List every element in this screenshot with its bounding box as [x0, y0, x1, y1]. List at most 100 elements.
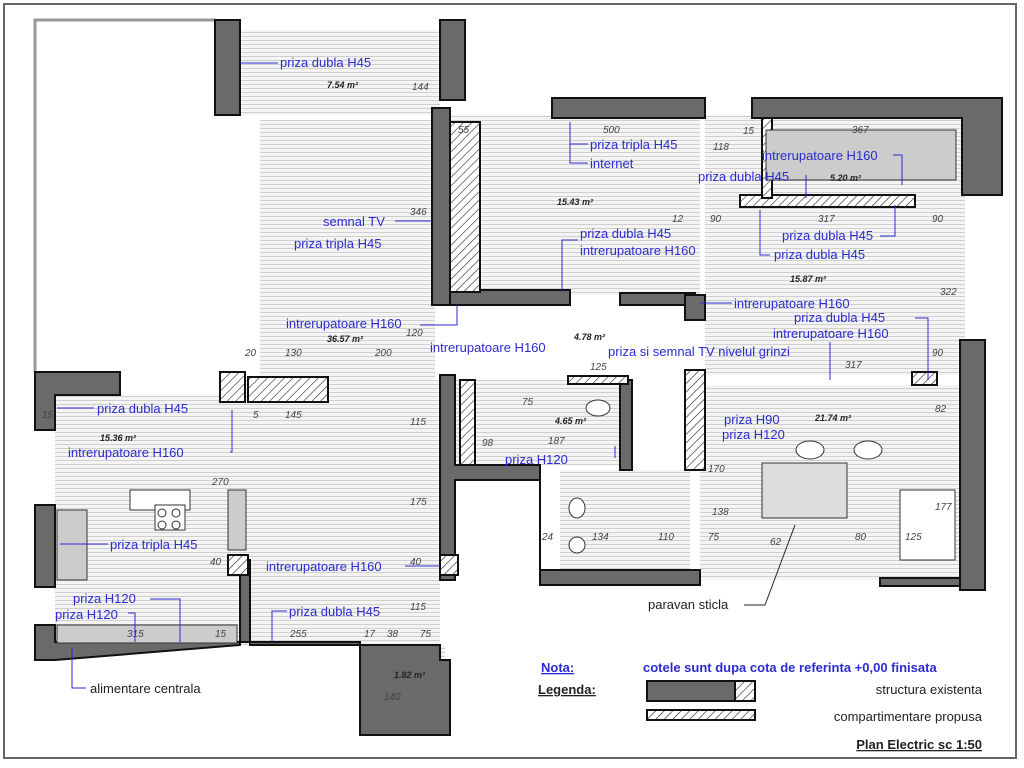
label-glass-partition: paravan sticla [648, 597, 729, 612]
dimension: 317 [818, 214, 835, 225]
dimension: 12 [672, 214, 684, 225]
annotation-socket: priza dubla H45 [280, 55, 371, 70]
dimension: 125 [590, 362, 607, 373]
dimension: 80 [855, 532, 867, 543]
dimension: 120 [406, 328, 423, 339]
dimension: 110 [658, 532, 674, 543]
dimension: 134 [592, 532, 609, 543]
annotation-socket: priza dubla H45 [782, 228, 873, 243]
dimension: 90 [932, 214, 944, 225]
dimension: 115 [410, 602, 426, 613]
dimension: 15 [42, 410, 54, 421]
annotation-switch: intrerupatoare H160 [286, 316, 402, 331]
annotation-socket: priza H120 [73, 591, 136, 606]
dimension: 367 [852, 125, 869, 136]
dimension: 177 [935, 502, 952, 513]
dimension: 138 [712, 507, 729, 518]
dimension: 15 [743, 126, 755, 137]
annotation-socket: priza dubla H45 [774, 247, 865, 262]
plan-title: Plan Electric sc 1:50 [856, 737, 982, 752]
dimension: 140 [384, 692, 401, 703]
annotation-socket: priza tripla H45 [590, 137, 677, 152]
dimension: 130 [285, 348, 302, 359]
annotation-switch: intrerupatoare H160 [266, 559, 382, 574]
note-text: cotele sunt dupa cota de referinta +0,00… [643, 660, 937, 675]
room-areas: 7.54 m² 36.57 m² 15.43 m² 5.20 m² 15.87 … [100, 80, 862, 680]
annotation-switch: intrerupatoare H160 [762, 148, 878, 163]
room-area: 15.43 m² [557, 197, 594, 207]
dimension: 15 [215, 629, 227, 640]
existing-walls [34, 19, 1003, 736]
dimension: 20 [244, 348, 257, 359]
annotation-switch: intrerupatoare H160 [430, 340, 546, 355]
dimension: 170 [708, 464, 725, 475]
dimension: 125 [905, 532, 922, 543]
annotation-switch: intrerupatoare H160 [68, 445, 184, 460]
sheet-border [3, 3, 1017, 759]
leader-lines [57, 62, 929, 689]
dimension: 82 [935, 404, 947, 415]
annotation-socket: priza dubla H45 [289, 604, 380, 619]
dimension: 90 [932, 348, 944, 359]
dimensions: 144 500 367 55 118 15 346 12 317 90 90 3… [42, 82, 957, 703]
dimension: 144 [412, 82, 429, 93]
dimension: 17 [364, 629, 376, 640]
room-area: 36.57 m² [327, 334, 364, 344]
room-area: 4.65 m² [554, 416, 587, 426]
room-area: 4.78 m² [573, 332, 606, 342]
dimension: 200 [374, 348, 392, 359]
annotation-socket: priza H120 [722, 427, 785, 442]
dimension: 270 [211, 477, 229, 488]
dimension: 322 [940, 287, 957, 298]
dimension: 38 [387, 629, 399, 640]
dimension: 55 [458, 125, 470, 136]
legend-swatch-proposed [646, 709, 756, 721]
room-area: 21.74 m² [814, 413, 852, 423]
annotation-socket: priza dubla H45 [580, 226, 671, 241]
legend-label: Legenda: [538, 682, 596, 697]
annotation-socket: priza H120 [505, 452, 568, 467]
annotation-internet: internet [590, 156, 634, 171]
annotation-switch: intrerupatoare H160 [580, 243, 696, 258]
electrical-annotations: priza dubla H45 priza tripla H45 interne… [55, 55, 889, 696]
room-area: 1.82 m² [394, 670, 426, 680]
dimension: 175 [410, 497, 427, 508]
dimension: 315 [127, 629, 144, 640]
dimension: 40 [410, 557, 422, 568]
dimension: 75 [420, 629, 432, 640]
annotation-socket: priza dubla H45 [97, 401, 188, 416]
dimension: 62 [770, 537, 782, 548]
dimension: 187 [548, 436, 565, 447]
dimension: 24 [541, 532, 554, 543]
legend-existing-structure: structura existenta [876, 682, 983, 697]
annotation-socket: priza tripla H45 [110, 537, 197, 552]
dimension: 145 [285, 410, 302, 421]
dimension: 98 [482, 438, 494, 449]
room-area: 15.87 m² [790, 274, 827, 284]
dimension: 75 [522, 397, 534, 408]
dimension: 118 [713, 142, 729, 153]
dimension: 90 [710, 214, 722, 225]
dimension: 317 [845, 360, 862, 371]
annotation-socket: priza dubla H45 [794, 310, 885, 325]
annotation-switch: intrerupatoare H160 [734, 296, 850, 311]
annotation-socket: priza H90 [724, 412, 780, 427]
annotation-socket: priza dubla H45 [698, 169, 789, 184]
annotation-socket: priza H120 [55, 607, 118, 622]
room-area: 5.20 m² [830, 173, 862, 183]
dimension: 40 [210, 557, 222, 568]
dimension: 115 [410, 417, 426, 428]
legend-swatch-existing [646, 680, 736, 702]
annotation-socket: priza tripla H45 [294, 236, 381, 251]
legend-swatch-column [734, 680, 756, 702]
annotation-switch: intrerupatoare H160 [773, 326, 889, 341]
label-central-supply: alimentare centrala [90, 681, 201, 696]
terrace-outline [33, 18, 215, 372]
furniture [56, 129, 957, 644]
legend: Nota: cotele sunt dupa cota de referinta… [538, 660, 983, 752]
legend-proposed-partition: compartimentare propusa [834, 709, 983, 724]
annotation-tv: priza si semnal TV nivelul grinzi [608, 344, 790, 359]
dimension: 346 [410, 207, 427, 218]
dimension: 500 [603, 125, 620, 136]
